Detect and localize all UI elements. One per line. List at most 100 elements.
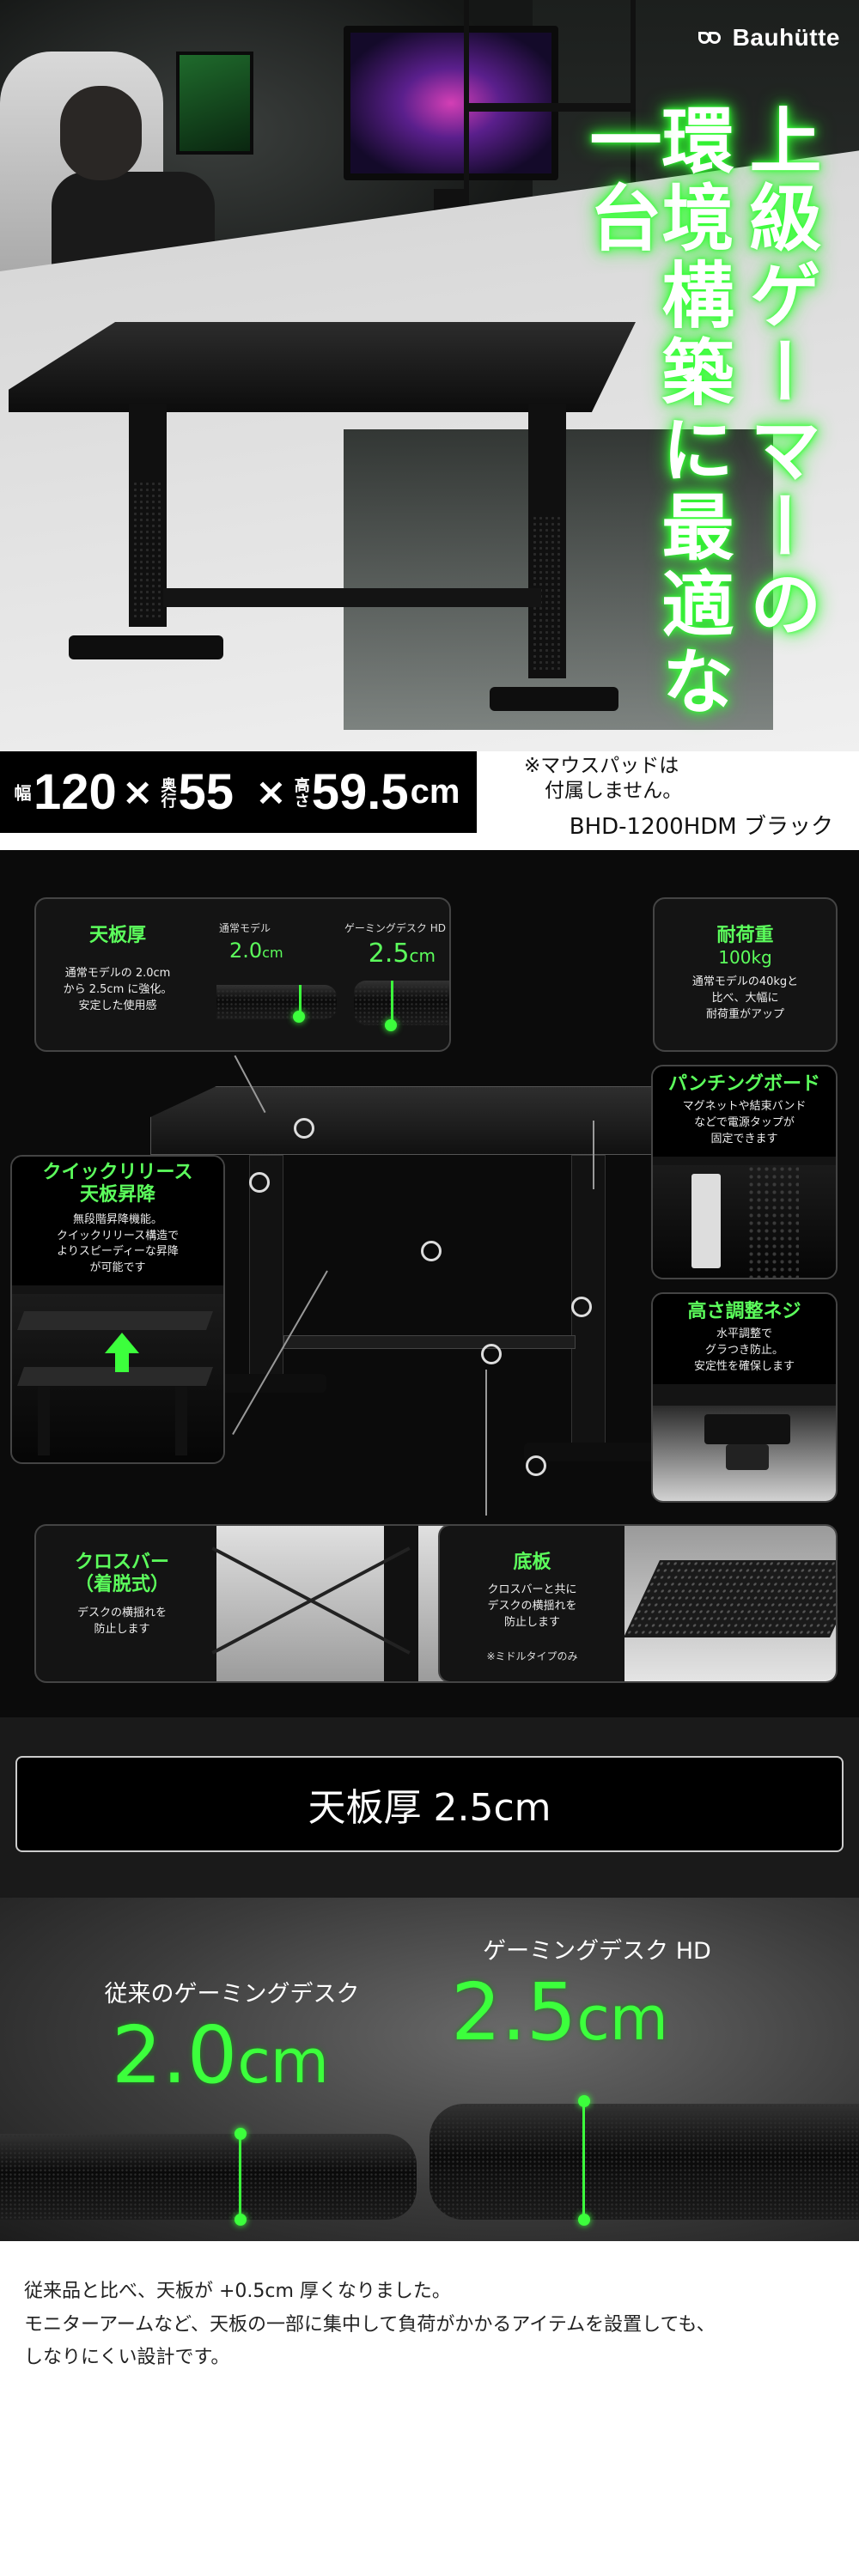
feature-quick-photo: [12, 1294, 223, 1462]
thickness-old-bottom-dot: [235, 2214, 247, 2226]
feature-punching-box: パンチングボード マグネットや結束バンド などで電源タップが 固定できます: [651, 1065, 838, 1279]
brand-name: Bauhütte: [732, 24, 840, 51]
callout-dot-crossbar: [421, 1241, 442, 1261]
feature-quick-title1: クイックリリース: [42, 1162, 193, 1183]
catchphrase-line-1: 上級ゲーマーの: [738, 103, 822, 644]
feature-crossbar-title1: クロスバー: [74, 1552, 169, 1573]
leader-bottom: [485, 1370, 487, 1516]
feature-tenban-hd-label: ゲーミングデスク HD: [344, 922, 446, 934]
feature-bottom-title: 底板: [513, 1552, 551, 1573]
catchphrase-line-2: 環境構築に最適な一台: [578, 103, 734, 721]
arrow-up-stem: [115, 1353, 129, 1372]
dimension-height: 高さ 59.5 cm: [291, 763, 476, 820]
feature-load-box: 耐荷重 100kg 通常モデルの40kgと 比べ、大幅に 耐荷重がアップ: [653, 897, 838, 1052]
thickness-old-unit: cm: [237, 2026, 329, 2097]
dimension-depth-label: 奥行: [158, 776, 177, 808]
feature-crossbar-text1: デスクの横揺れを: [76, 1606, 167, 1619]
feature-adjuster-text1: 水平調整で: [716, 1327, 772, 1341]
brand-logo: Bauhütte: [698, 24, 840, 52]
feature-tenban-text1: 通常モデルの 2.0cm: [64, 967, 171, 981]
thickness-new-value: 2.5: [451, 1966, 577, 2058]
dimension-box: 幅 120 × 奥行 55 × 高さ 59.5 cm: [0, 751, 477, 833]
feature-punching-photo: [653, 1165, 836, 1278]
thickness-old-value: 2.0: [112, 2009, 238, 2101]
feature-tenban-std-label: 通常モデル: [219, 922, 271, 934]
callout-dot-tenban: [294, 1118, 314, 1139]
adjuster-foot-icon: [704, 1414, 790, 1444]
callout-dot-bottom: [481, 1344, 502, 1364]
feature-quick-text2: クイックリリース構造で: [56, 1229, 180, 1242]
hero-section: Bauhütte 上級ゲーマーの 環境構築に最適な一台 幅 120 × 奥行 5…: [0, 0, 859, 850]
feature-tenban-hd-value: 2.5: [368, 939, 410, 969]
leader-punching: [593, 1121, 594, 1189]
feature-punching-text3: 固定できます: [710, 1133, 778, 1146]
hero-wall-poster: [176, 52, 253, 155]
feature-bottom-photo: [624, 1526, 836, 1681]
feature-tenban-std-unit: cm: [262, 945, 283, 961]
feature-desk-left-leg: [249, 1155, 283, 1378]
feature-quick-text3: よりスピーディーな昇降: [57, 1245, 179, 1259]
thickness-photo: 従来のゲーミングデスク 2.0cm ゲーミングデスク HD 2.5cm: [0, 1898, 859, 2241]
feature-tenban-text2: から 2.5cm に強化。: [63, 983, 173, 997]
desk-left-foot: [69, 635, 223, 659]
feature-crossbar-box: クロスバー （着脱式） デスクの横揺れを 防止します: [34, 1524, 468, 1683]
bauhutte-logo-icon: [698, 25, 724, 51]
thickness-new-bottom-dot: [578, 2214, 590, 2226]
feature-bottom-note: ※ミドルタイプのみ: [486, 1649, 578, 1662]
thickness-old-line: [239, 2134, 241, 2220]
punching-board-icon: [747, 1165, 799, 1278]
power-strip-icon: [691, 1174, 721, 1268]
feature-tenban-hd-line: [391, 981, 393, 1025]
desk-top-surface: [9, 322, 636, 412]
thickness-section: 天板厚 2.5cm 従来のゲーミングデスク 2.0cm ゲーミングデスク HD …: [0, 1717, 859, 2576]
thickness-caption-line3: しなりにくい設計です。: [24, 2347, 230, 2368]
feature-tenban-std-dot: [293, 1011, 305, 1023]
feature-quick-box: クイックリリース 天板昇降 無段階昇降機能。 クイックリリース構造で よりスピー…: [10, 1155, 225, 1464]
feature-adjuster-text3: 安定性を確保します: [693, 1360, 795, 1374]
feature-punching-text1: マグネットや結束バンド: [682, 1100, 807, 1114]
thickness-old-slab: [0, 2134, 417, 2220]
feature-desk-bottom-board: [283, 1335, 576, 1349]
thickness-header: 天板厚 2.5cm: [0, 1717, 859, 1898]
desk-bottom-board: [163, 588, 541, 607]
dimension-width-value: 120: [34, 763, 117, 820]
dimension-depth: 奥行 55: [158, 763, 250, 820]
callout-dot-adjuster: [571, 1297, 592, 1317]
thickness-new-unit: cm: [576, 1984, 668, 2054]
thickness-new-value-wrap: 2.5cm: [451, 1966, 668, 2058]
dimension-unit: cm: [410, 773, 460, 811]
callout-dot-foot: [526, 1455, 546, 1476]
feature-tenban-text3: 安定した使用感: [78, 999, 157, 1013]
hero-catchphrase: 上級ゲーマーの 環境構築に最適な一台: [578, 103, 822, 721]
feature-load-text3: 耐荷重がアップ: [705, 1008, 784, 1022]
feature-crossbar-text2: 防止します: [94, 1622, 150, 1636]
thickness-old-value-wrap: 2.0cm: [112, 2009, 329, 2101]
dimension-width: 幅 120: [11, 763, 117, 820]
feature-crossbar-photo: [211, 1526, 466, 1681]
times-sign: ×: [254, 770, 287, 814]
feature-quick-text1: 無段階昇降機能。: [72, 1212, 162, 1226]
desk-left-perforation: [132, 481, 163, 618]
feature-punching-title: パンチングボード: [667, 1073, 821, 1095]
mousepad-note-line1: ※マウスパッドは: [524, 755, 679, 777]
bottom-board-icon: [624, 1560, 836, 1637]
feature-tenban-hd-dot: [385, 1019, 397, 1031]
dimension-height-value: 59.5: [311, 763, 409, 820]
feature-tenban-std-value: 2.0: [229, 939, 263, 963]
arrow-up-icon: [105, 1333, 139, 1353]
thickness-caption-line2: モニターアームなど、天板の一部に集中して負荷がかかるアイテムを設置しても、: [24, 2313, 716, 2336]
feature-load-text2: 比べ、大幅に: [711, 992, 779, 1005]
feature-load-text1: 通常モデルの40kgと: [691, 975, 799, 989]
thickness-new-slab: [430, 2104, 859, 2220]
feature-desk-right-foot: [524, 1443, 661, 1461]
feature-quick-text4: が可能です: [89, 1261, 146, 1275]
mousepad-note: ※マウスパッドは 付属しません。: [524, 754, 682, 804]
dimension-height-label: 高さ: [291, 776, 310, 808]
feature-adjuster-text2: グラつき防止。: [704, 1344, 783, 1358]
feature-desk-diagram: [150, 1086, 700, 1155]
feature-adjuster-box: 高さ調整ネジ 水平調整で グラつき防止。 安定性を確保します: [651, 1292, 838, 1503]
dimension-depth-value: 55: [178, 763, 235, 820]
feature-crossbar-title2: （着脱式）: [74, 1574, 169, 1596]
thickness-heading: 天板厚 2.5cm: [15, 1756, 844, 1852]
desk-right-foot: [490, 687, 618, 711]
